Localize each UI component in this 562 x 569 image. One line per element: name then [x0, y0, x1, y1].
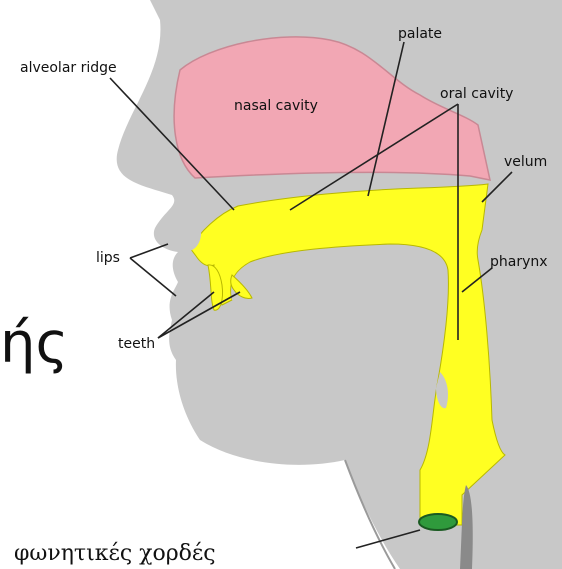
label-velum: velum — [504, 154, 547, 170]
label-nasal-cavity: nasal cavity — [234, 98, 318, 114]
label-lips: lips — [96, 250, 120, 266]
label-oral-cavity: oral cavity — [440, 86, 513, 102]
label-vocal-cords: φωνητικές χορδές — [14, 541, 216, 566]
text-fragment: ής — [0, 311, 68, 376]
label-pharynx: pharynx — [490, 254, 548, 270]
leader-lips-1 — [130, 244, 168, 258]
leader-lips-2 — [130, 258, 176, 296]
label-alveolar-ridge: alveolar ridge — [20, 60, 117, 76]
label-teeth: teeth — [118, 336, 155, 352]
vocal-cords-shape — [419, 514, 457, 530]
label-palate: palate — [398, 26, 442, 42]
